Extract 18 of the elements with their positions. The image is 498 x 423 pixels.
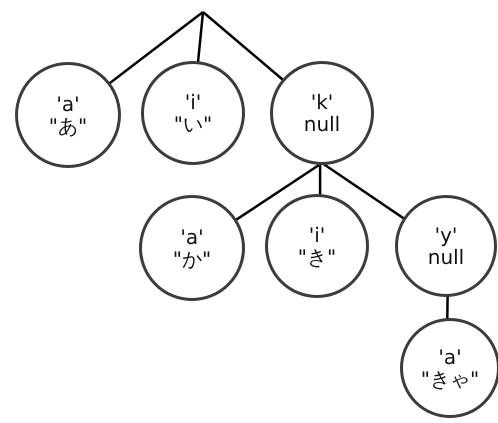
tree-line — [108, 11, 204, 85]
tree-line — [196, 12, 204, 63]
value-label: "い" — [174, 113, 212, 135]
tree-line — [202, 11, 284, 82]
key-label: 'y' — [434, 224, 458, 246]
value-label: null — [428, 246, 464, 268]
value-label: null — [304, 113, 340, 135]
key-label: 'i' — [308, 224, 326, 246]
key-label: 'a' — [180, 226, 204, 248]
key-label: 'k' — [310, 91, 334, 113]
key-label: 'i' — [184, 91, 202, 113]
value-label: "き" — [298, 246, 336, 268]
value-label: "きゃ" — [420, 368, 480, 390]
value-label: "か" — [172, 248, 212, 270]
key-label: 'a' — [56, 93, 80, 115]
key-label: 'a' — [438, 346, 462, 368]
tree-line — [446, 295, 449, 320]
value-label: "あ" — [48, 115, 88, 137]
